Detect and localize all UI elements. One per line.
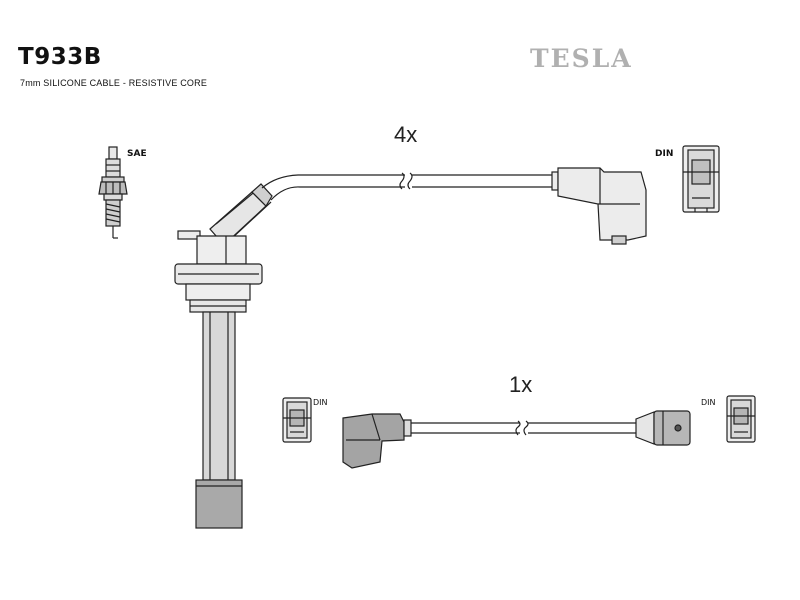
cable-description: 7mm SILICONE CABLE - RESISTIVE CORE [20,78,208,88]
brand-logo: TESLA [530,44,633,73]
din-connector-right-icon [726,395,756,443]
cable-a-quantity: 4x [394,122,418,147]
spark-plug-standard-label: SAE [127,149,147,159]
spark-plug-icon [98,146,128,239]
din-label-top: DIN [655,149,674,159]
din-connector-icon [682,145,720,213]
cable-b-quantity: 1x [509,372,533,397]
part-number: T933B [18,44,102,70]
din-label-right: DIN [701,398,716,407]
din-connector-left-icon [282,397,312,443]
coil-boot [174,183,273,529]
cable-b [342,410,691,469]
din-label-left: DIN [313,398,328,407]
cable-a [261,167,647,245]
